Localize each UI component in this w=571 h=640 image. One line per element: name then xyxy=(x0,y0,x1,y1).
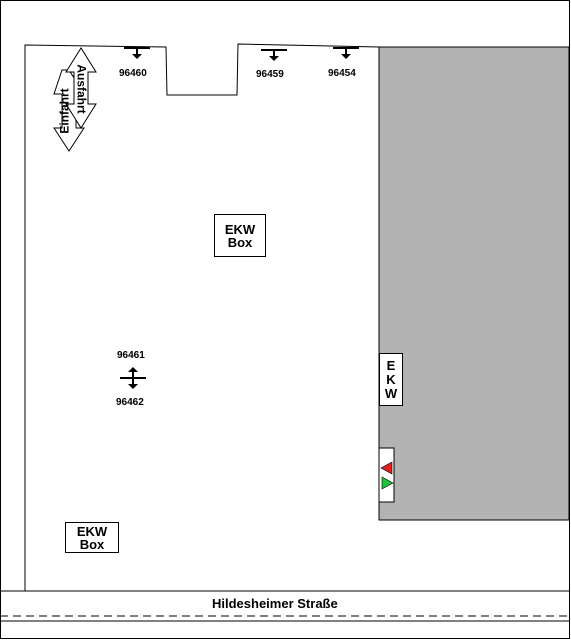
ekw-side-letter-e: E xyxy=(386,357,396,373)
entry-label: Einfahrt xyxy=(57,88,72,134)
ekw-box-bottom-line1: EKW xyxy=(76,523,108,539)
ekw-box-center: EKW Box xyxy=(214,214,266,257)
camera-label-96461: 96461 xyxy=(117,350,145,361)
ekw-box-center-line2: Box xyxy=(227,234,253,250)
building-area xyxy=(378,46,570,521)
ekw-box-bottom-line2: Box xyxy=(79,536,105,552)
exit-arrow-icon xyxy=(65,47,97,129)
camera-label-96454: 96454 xyxy=(328,68,356,79)
camera-icon xyxy=(261,49,287,61)
red-signal-icon xyxy=(380,461,393,475)
exit-label: Ausfahrt xyxy=(74,64,89,114)
camera-icon xyxy=(124,47,150,59)
double-camera-icon xyxy=(120,367,146,389)
camera-icon xyxy=(333,47,359,59)
ekw-box-bottom: EKW Box xyxy=(65,522,119,553)
ekw-side-letter-k: K xyxy=(386,371,396,387)
ekw-box-center-line1: EKW xyxy=(224,221,256,237)
green-signal-icon xyxy=(381,476,394,490)
ekw-side-box: E K W xyxy=(379,353,403,406)
camera-label-96460: 96460 xyxy=(119,68,147,79)
camera-label-96462: 96462 xyxy=(116,397,144,408)
ekw-side-letter-w: W xyxy=(384,385,398,401)
signal-box xyxy=(378,447,395,503)
street-name: Hildesheimer Straße xyxy=(212,596,338,611)
camera-label-96459: 96459 xyxy=(256,69,284,80)
